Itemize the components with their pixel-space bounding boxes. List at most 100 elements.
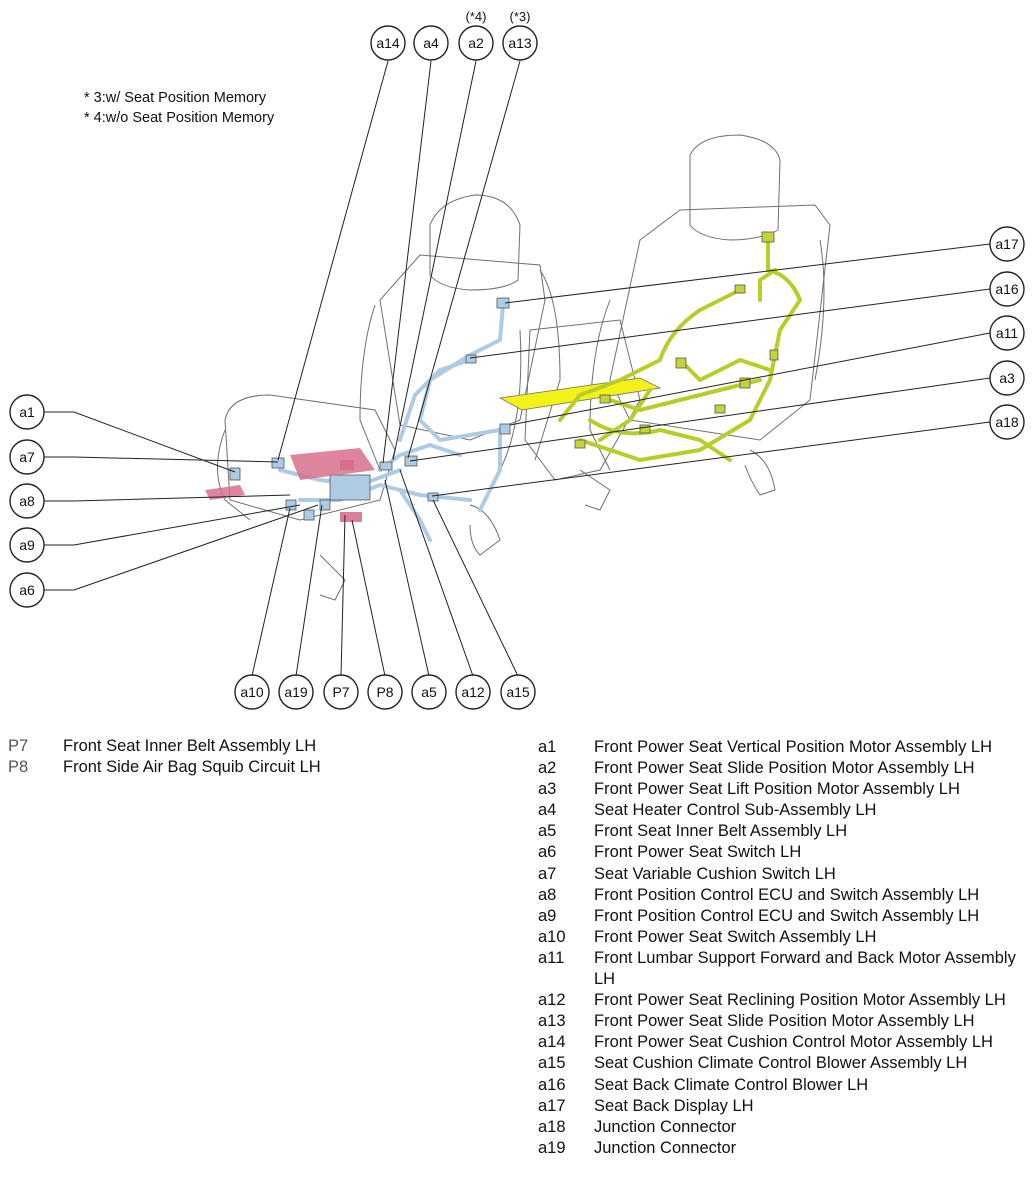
right-seat-connectors [574,231,779,449]
leader-lines [44,60,991,677]
legend-code: a11 [538,948,565,967]
svg-text:a4: a4 [423,35,439,51]
legend-row: a1 Front Power Seat Vertical Position Mot… [538,737,1030,758]
callout-a14: a14 [370,25,406,61]
callout-a7: a7 [9,439,45,475]
callout-a6: a6 [9,572,45,608]
legend-description: Front Seat Inner Belt Assembly LH [594,822,848,841]
legend-row: a19 Junction Connector [538,1138,1030,1159]
legend-description: Front Power Seat Cushion Control Motor A… [594,1033,993,1052]
callout-a12: a12 [455,674,491,710]
legend-row: a15 Seat Cushion Climate Control Blower A… [538,1053,1030,1074]
legend-description: Seat Back Climate Control Blower LH [594,1075,869,1094]
legend-code: a13 [538,1012,566,1031]
legend-description: Front Power Seat Vertical Position Motor… [594,738,992,756]
legend-row: a2 Front Power Seat Slide Position Motor … [538,758,1030,779]
svg-text:a12: a12 [461,684,485,700]
legend-code: a2 [538,759,557,778]
legend-code: a14 [538,1033,566,1052]
callout-a3: a3 [989,360,1025,396]
footnote-no-seat-memory: * 4:w/o Seat Position Memory [84,110,275,126]
legend-description: Front Seat Inner Belt Assembly LH [63,737,317,755]
legend-code: a3 [538,780,557,799]
legend-row: a16 Seat Back Climate Control Blower LH [538,1075,1030,1096]
legend-description: Seat Variable Cushion Switch LH [594,864,836,883]
callout-a1: a1 [9,394,45,430]
legend-code: a15 [538,1054,566,1073]
legend-code: a19 [538,1138,566,1157]
svg-text:a10: a10 [240,684,264,700]
legend-code: a17 [538,1096,566,1115]
legend-description: Front Position Control ECU and Switch As… [594,885,980,904]
callout-a15: a15 [500,674,536,710]
callout-a16: a16 [989,271,1025,307]
legend-description: Front Power Seat Switch LH [594,843,802,862]
legend-description: Front Power Seat Slide Position Motor As… [594,1012,975,1031]
svg-text:a19: a19 [284,684,308,700]
right-seat-harness [558,240,802,462]
legend-code: a9 [538,906,557,925]
a13-qualifier: (*3) [510,9,531,24]
callout-a13: a13 [502,25,538,61]
svg-text:a16: a16 [995,281,1019,297]
callout-P7: P7 [323,674,359,710]
legend-row: P7 Front Seat Inner Belt Assembly LH [8,736,368,757]
legend-row: a3 Front Power Seat Lift Position Motor A… [538,779,1030,800]
svg-text:a8: a8 [19,493,35,509]
legend-description: Front Power Seat Lift Position Motor Ass… [594,780,960,799]
legend-code: a12 [538,991,566,1010]
legend-row: a6 Front Power Seat Switch LH [538,842,1030,863]
legend-right: a1 Front Power Seat Vertical Position Mot… [538,737,1030,1159]
footnote-seat-memory: * 3:w/ Seat Position Memory [84,90,267,106]
legend-code: a10 [538,927,566,946]
svg-text:P7: P7 [332,684,349,700]
legend-description: Front Power Seat Slide Position Motor As… [594,759,975,778]
svg-text:a14: a14 [376,35,400,51]
legend-description: Front Position Control ECU and Switch As… [594,906,980,925]
svg-text:a5: a5 [421,684,437,700]
legend-description: Seat Heater Control Sub-Assembly LH [594,801,877,820]
callout-a2: a2 [458,25,494,61]
callout-a17: a17 [989,226,1025,262]
legend-description: Seat Cushion Climate Control Blower Asse… [594,1054,968,1073]
callout-a9: a9 [9,527,45,563]
svg-text:a2: a2 [468,35,484,51]
svg-text:a3: a3 [999,370,1015,386]
legend-description: Junction Connector [594,1138,737,1157]
legend-row: P8 Front Side Air Bag Squib Circuit LH [8,757,368,778]
legend-code: a6 [538,843,557,862]
legend-description: Front Side Air Bag Squib Circuit LH [63,758,321,777]
legend-description: Junction Connector [594,1117,737,1136]
legend-row: a11 Front Lumbar Support Forward and Back… [538,948,1030,990]
legend-row: a5 Front Seat Inner Belt Assembly LH [538,821,1030,842]
legend-code: P7 [8,737,29,755]
callout-a8: a8 [9,483,45,519]
left-seat-harness [278,303,505,542]
legend-code: a1 [538,738,557,756]
callout-P8: P8 [367,674,403,710]
legend-left: P7 Front Seat Inner Belt Assembly LH P8 Fro… [8,736,368,778]
svg-text:a6: a6 [19,582,35,598]
callout-a4: a4 [413,25,449,61]
callout-a18: a18 [989,404,1025,440]
svg-text:a17: a17 [995,236,1019,252]
svg-text:a15: a15 [506,684,530,700]
legend-row: a14 Front Power Seat Cushion Control Moto… [538,1032,1030,1053]
legend-code: P8 [8,758,29,777]
legend-code: a16 [538,1075,566,1094]
svg-text:a13: a13 [508,35,532,51]
left-seat-outline [217,194,561,601]
legend-description: Front Lumbar Support Forward and Back Mo… [594,948,1016,989]
svg-text:a1: a1 [19,404,35,420]
callout-a11: a11 [989,315,1025,351]
callout-a10: a10 [234,674,270,710]
legend-row: a9 Front Position Control ECU and Switch … [538,906,1030,927]
svg-text:P8: P8 [376,684,393,700]
legend-row: a13 Front Power Seat Slide Position Motor… [538,1011,1030,1032]
legend-code: a5 [538,822,557,841]
